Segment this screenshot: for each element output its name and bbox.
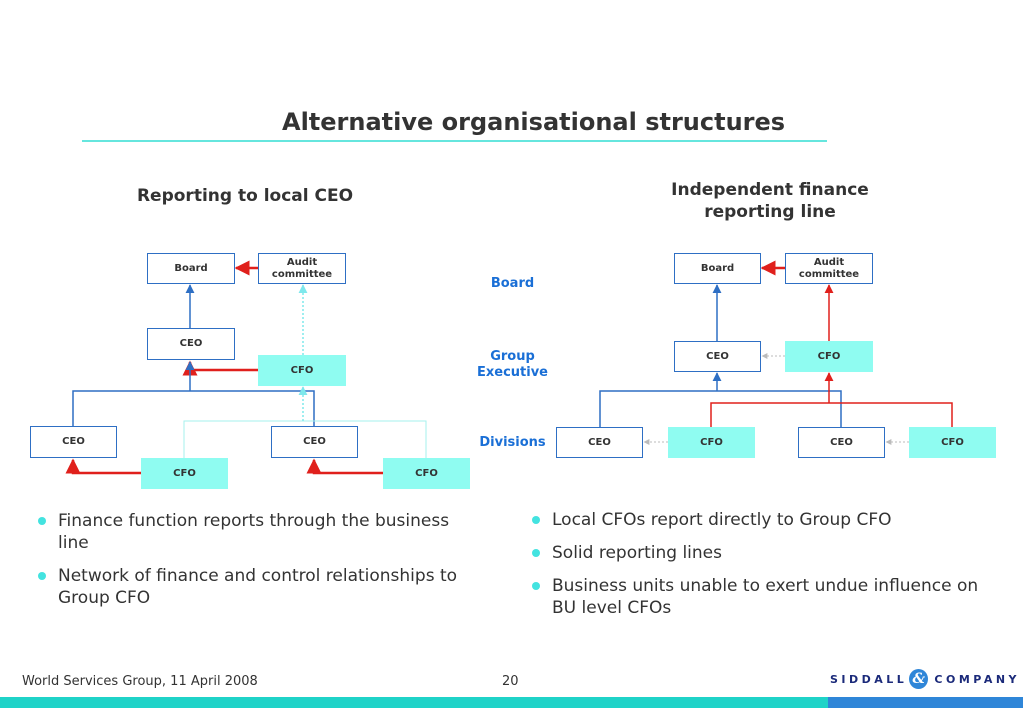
right-connectors [599, 260, 953, 445]
right-division-ceo-branch [599, 390, 842, 427]
right-audit-committee-box: Audit committee [785, 253, 873, 284]
left-div2-cfo-box: CFO [383, 458, 470, 489]
footer-bar-cyan [0, 697, 828, 708]
left-diagram-heading: Reporting to local CEO [136, 186, 354, 206]
left-division-cfo-branch [183, 420, 427, 458]
right-cfo-box: CFO [785, 341, 873, 372]
title-underline [82, 140, 827, 142]
left-div2-ceo-box: CEO [271, 426, 358, 458]
logo-text-right: COMPANY [934, 672, 1020, 686]
right-ceo-box: CEO [674, 341, 761, 372]
left-cfo-to-ceo-line [182, 360, 258, 376]
level-label-board: Board [490, 276, 535, 291]
right-bullet-item: Business units unable to exert undue inf… [532, 575, 1002, 619]
left-audit-committee-box: Audit committee [258, 253, 346, 284]
left-div1-ceo-box: CEO [30, 426, 117, 458]
right-div2-ceo-box: CEO [798, 427, 885, 458]
level-label-divisions: Divisions [479, 435, 546, 450]
footer-source: World Services Group, 11 April 2008 [22, 674, 258, 689]
logo-text-left: SIDDALL [830, 672, 908, 686]
left-div2-cfo-to-ceo-line [306, 458, 383, 475]
right-division-cfo-branch [710, 402, 953, 427]
left-bullet-list: Finance function reports through the bus… [38, 510, 478, 620]
right-div2-cfo-box: CFO [909, 427, 996, 458]
logo-ampersand-icon: & [909, 669, 929, 689]
left-ceo-box: CEO [147, 328, 235, 360]
right-bullet-item: Solid reporting lines [532, 542, 1002, 564]
page-title: Alternative organisational structures [282, 108, 786, 136]
page-number: 20 [502, 674, 519, 689]
left-cfo-box: CFO [258, 355, 346, 386]
left-connectors [65, 260, 427, 475]
left-division-ceo-branch [72, 390, 315, 426]
right-div1-cfo-box: CFO [668, 427, 755, 458]
right-diagram-heading: Independent finance reporting line [671, 180, 869, 222]
left-div1-cfo-box: CFO [141, 458, 228, 489]
left-div1-cfo-to-ceo-line [65, 458, 141, 475]
level-label-group-executive: Group Executive [476, 349, 548, 380]
left-bullet-item: Network of finance and control relations… [38, 565, 478, 609]
right-board-box: Board [674, 253, 761, 284]
left-board-box: Board [147, 253, 235, 284]
right-bullet-item: Local CFOs report directly to Group CFO [532, 509, 1002, 531]
footer-bar-blue [828, 697, 1023, 708]
right-div1-ceo-box: CEO [556, 427, 643, 458]
left-bullet-item: Finance function reports through the bus… [38, 510, 478, 554]
company-logo: SIDDALL & COMPANY [830, 668, 1020, 690]
right-bullet-list: Local CFOs report directly to Group CFO … [532, 509, 1002, 630]
